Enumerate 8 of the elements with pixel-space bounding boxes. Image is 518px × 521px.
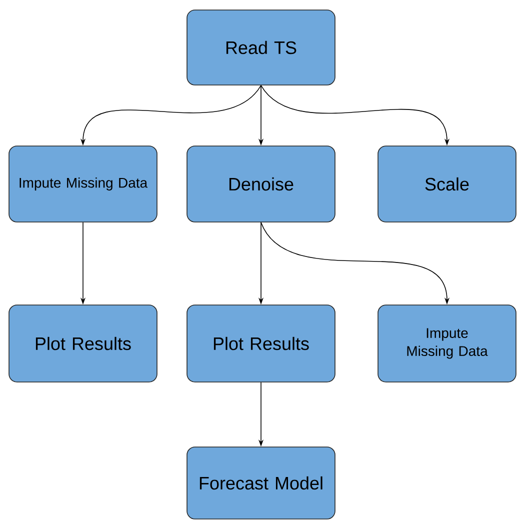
process-box: Plot Results (186, 304, 336, 382)
process-box: Scale (378, 146, 516, 222)
process-box: Plot Results (8, 304, 158, 382)
process-box: Denoise (186, 146, 336, 222)
process-box: Impute Missing Data (378, 304, 516, 382)
process-box: Impute Missing Data (8, 146, 158, 222)
process-box: Read TS (186, 10, 336, 86)
process-box: Forecast Model (186, 446, 336, 520)
